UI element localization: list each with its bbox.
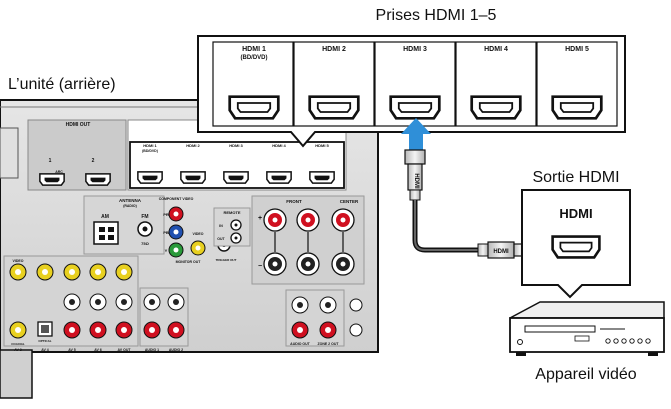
remote-label: REMOTE [223,210,240,215]
hdmi-zoom-callout: HDMI 1 (BD/DVD) HDMI 2 HDMI 3 HDMI 4 HDM… [197,35,626,148]
coaxial-label: COAXIAL [11,342,25,346]
remote-in-label: IN [219,224,223,228]
zoom-port-1: HDMI 1 (BD/DVD) [228,46,280,120]
audio-out-label: AUDIO OUT [290,342,311,346]
zoom-hdmi3-label: HDMI 3 [403,46,427,53]
device-port-label: HDMI [559,206,592,221]
panel-hdmi2-port [180,171,206,184]
zoom-hdmi3-port [389,95,441,120]
av3-label: AV 3 [14,348,22,352]
av6-label: AV 6 [94,348,102,352]
am-terminal [93,221,119,245]
device-hdmi-port [551,235,601,259]
panel-hdmi5-port [309,171,335,184]
audio2-label: AUDIO 2 [169,348,183,352]
audio-inputs: AUDIO 1 AUDIO 2 [139,287,189,352]
zoom-hdmi1-port [228,95,280,120]
zoom-port-5: HDMI 5 [551,46,603,120]
zoom-hdmi5-port [551,95,603,120]
panel-hdmi2-label: HDMI 2 [186,143,200,148]
component-video-block: COMPONENT VIDEO PR PB Y VIDEO MONITOR OU… [159,197,206,264]
rear-panel: HDMI OUT 1 2 ARC HDMI 1 (BD/DVD) HDMI 2 … [0,99,379,399]
zoom-hdmi2-label: HDMI 2 [322,46,346,53]
panel-hdmi5-label: HDMI 5 [315,143,329,148]
video-label-monitor: VIDEO [193,232,204,236]
ohm-label: 75Ω [141,241,149,246]
component-video-label: COMPONENT VIDEO [159,197,194,201]
av-inputs: VIDEO COAXIAL OPTICAL AV 3 AV 4 AV 5 AV … [3,255,139,352]
hdmi-ports-title: Prises HDMI 1–5 [376,7,497,24]
av-out-label: AV OUT [118,348,132,352]
audio1-label: AUDIO 1 [145,348,159,352]
hdmi-out-2-port [85,173,111,186]
panel-hdmi1-sub: (BD/DVD) [142,149,158,153]
svg-text:−: − [258,263,262,270]
zoom-port-2: HDMI 2 [308,46,360,120]
front-label: FRONT [286,199,302,204]
zoom-hdmi5-label: HDMI 5 [565,46,589,53]
video-label-av: VIDEO [13,259,24,263]
zoom-hdmi2-port [308,95,360,120]
unit-rear-label: L’unité (arrière) [8,76,116,93]
av5-label: AV 5 [68,348,76,352]
zoom-hdmi1-sub: (BD/DVD) [241,55,268,61]
zoom-port-4: HDMI 4 [470,46,522,120]
svg-text:+: + [258,215,262,222]
panel-hdmi4-port [266,171,292,184]
zoom-hdmi4-label: HDMI 4 [484,46,508,53]
remote-out-label: OUT [217,237,225,241]
pr-label: PR [163,212,169,217]
hdmi-output-label: Sortie HDMI [532,169,619,186]
trigger-out-label: TRIGGER OUT [216,258,237,262]
optical-label: OPTICAL [38,339,51,343]
antenna-sub-label: (RADIO) [123,204,137,208]
zoom-port-3: HDMI 3 [389,46,441,120]
center-label: CENTER [340,199,359,204]
cable-tag-upper: HDMI [413,173,419,189]
out-port-1-label: 1 [49,158,52,164]
zone2-out-label: ZONE 2 OUT [317,342,339,346]
arc-label: ARC [55,170,63,174]
fm-label: FM [141,214,148,220]
panel-foot [0,349,33,399]
antenna-block: ANTENNA (RADIO) AM FM 75Ω [83,195,165,255]
arrow-up-icon [401,118,431,150]
video-device-label: Appareil vidéo [535,366,637,383]
cable-tag-right: HDMI [493,249,509,255]
am-label: AM [101,214,109,220]
audio-out-block: AUDIO OUT ZONE 2 OUT [285,289,363,347]
antenna-label: ANTENNA [119,198,142,203]
device-hdmi-callout: HDMI [521,189,631,299]
remote-block: TRIGGER OUT REMOTE IN OUT [213,207,251,262]
video-player-device [509,301,665,356]
hdmi-out-1-port [39,173,65,186]
panel-hdmi1-port [137,171,163,184]
hdmi-out-block: HDMI OUT 1 2 ARC [27,119,127,191]
speaker-terminals: FRONT CENTER + − [251,195,365,285]
y-label: Y [165,248,168,253]
zoom-hdmi1-label: HDMI 1 [242,46,266,53]
panel-hdmi3-port [223,171,249,184]
hdmi-out-label: HDMI OUT [66,122,91,128]
panel-hdmi3-label: HDMI 3 [229,143,243,148]
av4-label: AV 4 [41,348,49,352]
out-port-2-label: 2 [92,158,95,164]
panel-hdmi1-label: HDMI 1 [143,143,157,148]
panel-hdmi4-label: HDMI 4 [272,143,286,148]
zoom-hdmi4-port [470,95,522,120]
pb-label: PB [163,230,169,235]
monitor-out-label: MONITOR OUT [176,260,202,264]
